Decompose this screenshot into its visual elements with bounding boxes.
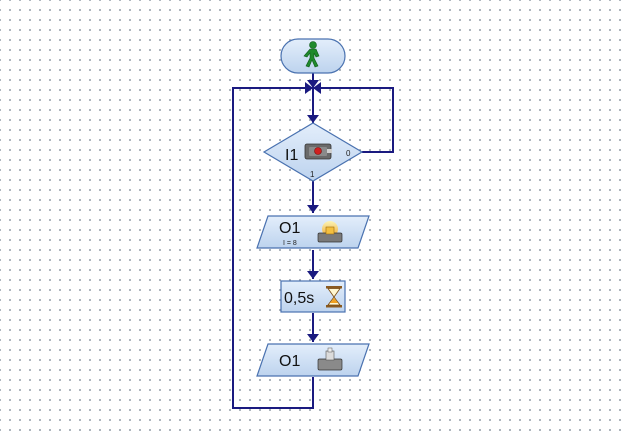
output-off-block[interactable]: O1 xyxy=(256,343,370,377)
delay-label: 0,5s xyxy=(284,290,314,307)
output-on-block[interactable]: O1 I = 8 xyxy=(256,215,370,249)
output-on-sublabel: I = 8 xyxy=(283,240,297,247)
start-block[interactable] xyxy=(280,38,346,74)
pushbutton-icon xyxy=(304,143,332,160)
lamp-on-icon xyxy=(317,221,343,243)
output-on-label: O1 xyxy=(279,220,300,237)
hourglass-icon xyxy=(326,286,342,308)
start-person-icon xyxy=(303,41,320,68)
branch-no-label: 0 xyxy=(346,149,351,158)
branch-block[interactable]: I1 0 1 xyxy=(262,122,364,182)
branch-yes-label: 1 xyxy=(310,170,315,179)
delay-block[interactable]: 0,5s xyxy=(280,280,346,313)
output-off-label: O1 xyxy=(279,353,300,370)
lamp-off-icon xyxy=(317,347,343,371)
branch-input-label: I1 xyxy=(285,147,298,164)
connector-arrows xyxy=(305,80,321,342)
connector-lines xyxy=(232,73,394,409)
